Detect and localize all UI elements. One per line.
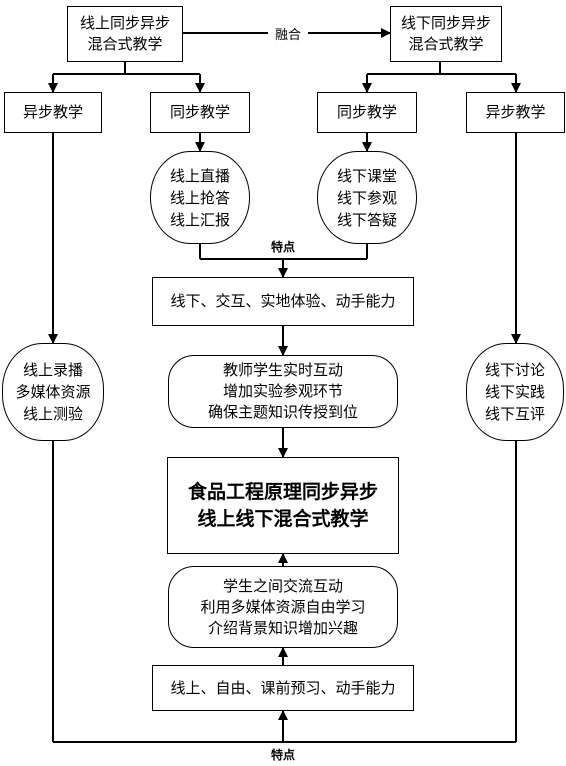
offline-traits-box: 线下、交互、实地体验、动手能力 xyxy=(152,277,414,326)
offline-async-item: 线下实践 xyxy=(484,383,545,401)
async-teaching-left: 异步教学 xyxy=(4,92,102,133)
center-title-line1: 食品工程原理同步异步 xyxy=(187,480,378,503)
offline-hybrid-line2: 混合式教学 xyxy=(408,35,484,53)
teacher-interaction-box: 教师学生实时互动 增加实验参观环节 确保主题知识传授到位 xyxy=(168,355,398,428)
sync-teaching-right: 同步教学 xyxy=(317,92,417,133)
online-traits-box: 线上、自由、课前预习、动手能力 xyxy=(152,665,414,711)
online-async-methods: 线上录播 多媒体资源 线上测验 xyxy=(2,343,104,441)
offline-async-methods: 线下讨论 线下实践 线下互评 xyxy=(466,343,564,441)
async-teaching-right: 异步教学 xyxy=(466,92,565,133)
center-title-line2: 线上线下混合式教学 xyxy=(197,507,369,530)
sync-teaching-left: 同步教学 xyxy=(150,92,250,133)
student-item: 介绍背景知识增加兴趣 xyxy=(207,618,358,637)
online-sync-item: 线上汇报 xyxy=(169,210,230,229)
online-sync-item: 线上直播 xyxy=(169,166,230,185)
teacher-item: 增加实验参观环节 xyxy=(222,382,343,400)
student-item: 学生之间交流互动 xyxy=(222,576,343,595)
offline-async-item: 线下互评 xyxy=(484,405,545,423)
offline-async-item: 线下讨论 xyxy=(484,361,545,379)
offline-sync-item: 线下参观 xyxy=(336,188,397,207)
offline-hybrid-line1: 线下同步异步 xyxy=(400,14,491,32)
fusion-label: 融合 xyxy=(268,24,308,43)
student-interaction-box: 学生之间交流互动 利用多媒体资源自由学习 介绍背景知识增加兴趣 xyxy=(168,566,398,648)
offline-sync-item: 线下课堂 xyxy=(336,166,397,185)
online-hybrid-line1: 线上同步异步 xyxy=(79,14,170,32)
offline-hybrid-box: 线下同步异步 混合式教学 xyxy=(390,6,502,62)
online-hybrid-box: 线上同步异步 混合式教学 xyxy=(67,6,183,62)
offline-sync-item: 线下答疑 xyxy=(336,210,397,229)
offline-sync-methods: 线下课堂 线下参观 线下答疑 xyxy=(317,151,417,244)
teacher-item: 确保主题知识传授到位 xyxy=(207,403,358,421)
student-item: 利用多媒体资源自由学习 xyxy=(200,597,366,616)
trait-label-bottom: 特点 xyxy=(270,748,295,762)
online-async-item: 线上录播 xyxy=(22,361,83,379)
center-title-box: 食品工程原理同步异步 线上线下混合式教学 xyxy=(167,457,399,554)
online-sync-methods: 线上直播 线上抢答 线上汇报 xyxy=(150,151,250,244)
online-hybrid-line2: 混合式教学 xyxy=(87,35,163,53)
online-async-item: 多媒体资源 xyxy=(15,383,91,401)
online-sync-item: 线上抢答 xyxy=(169,188,230,207)
trait-label-top: 特点 xyxy=(270,240,295,254)
online-async-item: 线上测验 xyxy=(22,405,83,423)
teacher-item: 教师学生实时互动 xyxy=(222,361,343,379)
